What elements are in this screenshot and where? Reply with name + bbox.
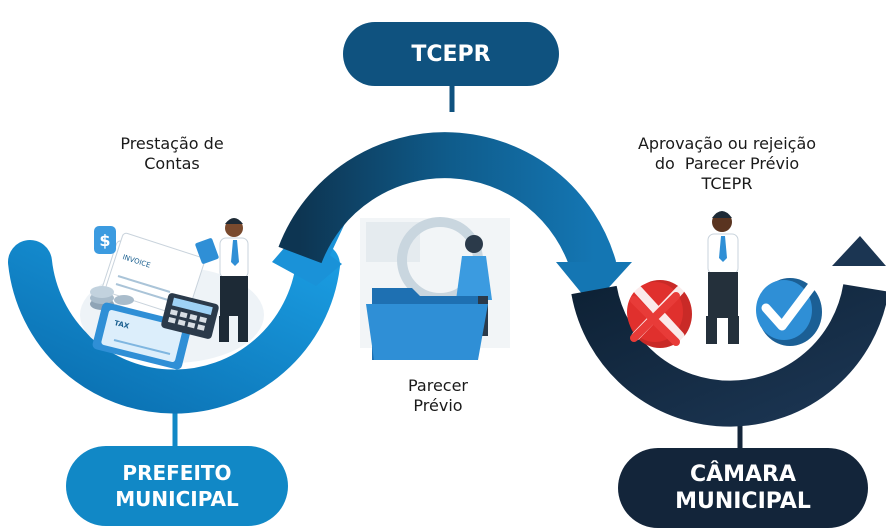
tcepr-label: TCEPR <box>411 41 491 67</box>
step-parecer-label: Parecer Prévio <box>388 376 488 416</box>
councilman-figure <box>706 211 739 344</box>
right-illustration <box>627 211 822 348</box>
approve-check-icon <box>756 278 822 346</box>
folder-icon <box>366 288 488 360</box>
parecer-line1: Parecer <box>407 376 469 395</box>
camara-line1: CÂMARA <box>689 462 797 487</box>
aprovacao-line1: Aprovação ou rejeição <box>637 134 817 153</box>
node-prefeito-municipal: PREFEITO MUNICIPAL <box>66 446 288 526</box>
left-illustration: INVOICE $ TAX <box>80 218 264 370</box>
center-illustration <box>360 217 510 360</box>
prestacao-line1: Prestação de <box>120 134 224 153</box>
aprovacao-line3: TCEPR <box>701 174 753 193</box>
step-prestacao-label: Prestação de Contas <box>92 134 252 174</box>
node-camara-municipal: CÂMARA MUNICIPAL <box>618 448 868 528</box>
node-tcepr: TCEPR <box>343 22 559 86</box>
svg-text:TAX: TAX <box>113 319 130 331</box>
reject-x-icon <box>627 280 692 348</box>
step-aprovacao-label: Aprovação ou rejeição do Parecer Prévio … <box>612 134 842 194</box>
prefeito-line2: MUNICIPAL <box>115 487 239 511</box>
svg-text:$: $ <box>99 231 110 250</box>
calculator-icon <box>161 293 219 339</box>
aprovacao-line2: do Parecer Prévio <box>654 154 800 173</box>
businessman-figure <box>195 218 249 342</box>
top-arc-arrow <box>278 132 632 306</box>
right-arc-arrow <box>571 236 886 427</box>
parecer-line2: Prévio <box>413 396 463 415</box>
prefeito-line1: PREFEITO <box>122 461 232 485</box>
camara-line2: MUNICIPAL <box>675 489 811 514</box>
dollar-bubble-icon: $ <box>94 226 116 254</box>
prestacao-line2: Contas <box>144 154 200 173</box>
